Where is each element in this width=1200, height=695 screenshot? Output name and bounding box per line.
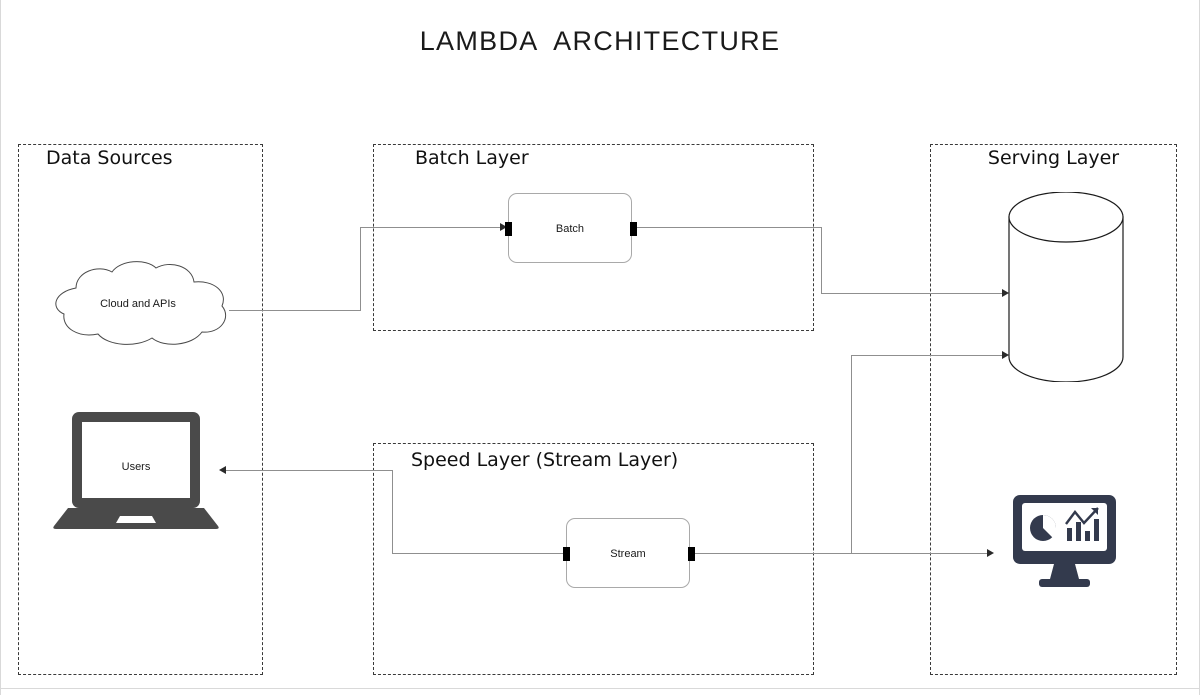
port-batch-output bbox=[630, 222, 637, 236]
users-node-label: Users bbox=[121, 461, 151, 473]
panel-label-batch-layer: Batch Layer bbox=[415, 147, 529, 169]
connector-users-segment-2 bbox=[392, 470, 393, 554]
connector-batch-db-segment-2 bbox=[821, 227, 822, 294]
process-box-stream[interactable]: Stream bbox=[563, 518, 695, 588]
connector-batch-db-segment-3 bbox=[821, 293, 1003, 294]
page-edge-bottom bbox=[0, 688, 1200, 689]
port-stream-input bbox=[563, 547, 570, 561]
connector-cloud-batch-segment-2 bbox=[360, 227, 361, 311]
panel-serving-layer bbox=[930, 144, 1177, 675]
cloud-icon bbox=[55, 261, 227, 345]
port-batch-input bbox=[505, 222, 512, 236]
connector-users-segment-3 bbox=[226, 470, 393, 471]
connector-stream-db-segment-3 bbox=[851, 355, 1003, 356]
panel-data-sources bbox=[18, 144, 263, 675]
pie-chart-glyph bbox=[1030, 515, 1056, 541]
page-title: LAMBDA ARCHITECTURE bbox=[419, 26, 781, 56]
connector-stream-db-segment-1 bbox=[694, 553, 852, 554]
cloud-node-label: Cloud and APIs bbox=[100, 298, 176, 310]
connector-cloud-batch-segment-3 bbox=[360, 227, 500, 228]
bar-chart-glyph bbox=[1067, 519, 1099, 541]
arrowhead-users bbox=[219, 466, 226, 474]
dashboard-monitor-icon bbox=[1013, 495, 1116, 587]
database-cylinder-icon bbox=[1008, 192, 1124, 382]
connector-cloud-batch-segment-1 bbox=[229, 310, 361, 311]
arrowhead-stream-dashboard bbox=[987, 549, 994, 557]
arrowhead-cloud-batch bbox=[500, 223, 507, 231]
process-box-batch[interactable]: Batch bbox=[505, 193, 637, 263]
panel-label-data-sources: Data Sources bbox=[46, 147, 173, 169]
laptop-icon bbox=[53, 412, 219, 529]
panel-batch-layer bbox=[373, 144, 814, 331]
process-box-batch-label: Batch bbox=[555, 223, 585, 235]
connector-users-segment-1 bbox=[392, 553, 566, 554]
port-stream-output bbox=[688, 547, 695, 561]
connector-stream-db-segment-2 bbox=[851, 355, 852, 554]
panel-speed-layer bbox=[373, 443, 814, 675]
panel-label-speed-layer: Speed Layer (Stream Layer) bbox=[411, 449, 679, 471]
connector-batch-db-segment-1 bbox=[636, 227, 822, 228]
arrowhead-batch-db bbox=[1002, 289, 1009, 297]
process-box-stream-label: Stream bbox=[610, 548, 646, 560]
page-edge-left bbox=[0, 0, 1, 695]
panel-label-serving-layer: Serving Layer bbox=[987, 147, 1120, 169]
arrowhead-stream-db bbox=[1002, 351, 1009, 359]
connector-stream-dashboard-segment-1 bbox=[851, 553, 988, 554]
